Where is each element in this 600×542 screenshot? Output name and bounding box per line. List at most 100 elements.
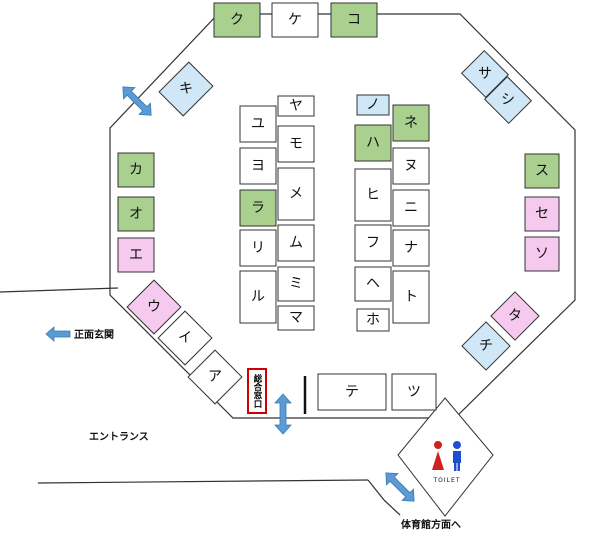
booth-ki[interactable]: キ — [158, 61, 214, 117]
booth-box — [391, 373, 437, 411]
booth-ri[interactable]: リ — [239, 229, 277, 267]
booth-box — [117, 237, 155, 273]
booth-label: ユ — [251, 116, 265, 132]
booth-label: サ — [478, 66, 492, 82]
booth-mi[interactable]: ミ — [277, 266, 315, 302]
booth-na[interactable]: ナ — [392, 229, 430, 267]
booth-ka[interactable]: カ — [117, 152, 155, 188]
to-gym-label: 体育館方面へ — [401, 518, 461, 531]
booth-label: ア — [208, 369, 222, 385]
booth-label: ク — [230, 12, 244, 28]
booth-box — [524, 153, 560, 189]
booth-label: ネ — [404, 115, 418, 131]
booth-box — [277, 95, 315, 117]
booth-label: タ — [508, 308, 522, 324]
booth-ta[interactable]: タ — [490, 291, 540, 341]
booth-sa[interactable]: サ — [460, 49, 510, 99]
booth-label: ト — [404, 289, 418, 305]
booth-box — [354, 124, 392, 162]
booth-box — [354, 168, 392, 222]
booth-mo[interactable]: モ — [277, 125, 315, 163]
booth-box — [483, 75, 533, 125]
booth-label: コ — [347, 12, 361, 28]
booth-label: セ — [535, 206, 549, 222]
toilet-male-icon — [453, 441, 461, 471]
toilet-area — [397, 397, 494, 517]
booth-label: フ — [366, 235, 380, 251]
booth-label: テ — [345, 384, 359, 400]
booth-e[interactable]: エ — [117, 237, 155, 273]
toilet-female-icon — [432, 441, 444, 470]
booth-chi[interactable]: チ — [461, 321, 511, 371]
booth-u[interactable]: ウ — [126, 279, 182, 335]
booth-no[interactable]: ノ — [356, 94, 390, 116]
left-arrow-icon-main-entrance — [45, 326, 71, 342]
booth-box — [524, 196, 560, 232]
booth-ma[interactable]: マ — [277, 305, 315, 331]
booth-ya[interactable]: ヤ — [277, 95, 315, 117]
booth-ke[interactable]: ケ — [271, 2, 319, 38]
booth-te[interactable]: テ — [317, 373, 387, 411]
booth-label: ケ — [288, 12, 302, 28]
booth-shi[interactable]: シ — [483, 75, 533, 125]
booth-label: ノ — [366, 97, 380, 113]
booth-ko[interactable]: コ — [330, 2, 378, 38]
booth-label: ウ — [147, 299, 161, 315]
booth-box — [354, 266, 392, 302]
booth-box — [392, 147, 430, 185]
entrance-label: エントランス — [89, 431, 149, 443]
booth-ra[interactable]: ラ — [239, 189, 277, 227]
booth-tsu[interactable]: ツ — [391, 373, 437, 411]
booth-ne[interactable]: ネ — [392, 104, 430, 142]
booth-me[interactable]: メ — [277, 167, 315, 221]
booth-so[interactable]: ソ — [524, 236, 560, 272]
booth-se[interactable]: セ — [524, 196, 560, 232]
booth-box — [392, 189, 430, 227]
booth-ho[interactable]: ホ — [356, 308, 390, 332]
booth-box — [461, 321, 511, 371]
booth-he[interactable]: ヘ — [354, 266, 392, 302]
booth-box — [317, 373, 387, 411]
booth-label: ラ — [251, 200, 265, 216]
booth-ha[interactable]: ハ — [354, 124, 392, 162]
booth-box — [157, 310, 213, 366]
booth-label: ヤ — [289, 98, 303, 114]
booth-label: モ — [289, 136, 303, 152]
booth-ni[interactable]: ニ — [392, 189, 430, 227]
booth-yu[interactable]: ユ — [239, 105, 277, 143]
booth-box — [117, 196, 155, 232]
booth-label: ヨ — [251, 158, 265, 174]
booth-box — [524, 236, 560, 272]
reception-label: 総合窓口 — [252, 373, 263, 409]
booth-box — [126, 279, 182, 335]
booth-box — [356, 94, 390, 116]
booth-i[interactable]: イ — [157, 310, 213, 366]
reception-desk[interactable]: 総合窓口 — [247, 368, 267, 414]
booth-mu[interactable]: ム — [277, 224, 315, 262]
booth-label: ホ — [366, 312, 380, 328]
booth-box — [239, 147, 277, 185]
booth-box — [277, 305, 315, 331]
booth-nu[interactable]: ヌ — [392, 147, 430, 185]
booth-label: ヌ — [404, 158, 418, 174]
booth-ru[interactable]: ル — [239, 270, 277, 324]
booth-to[interactable]: ト — [392, 270, 430, 324]
booth-yo[interactable]: ヨ — [239, 147, 277, 185]
booth-label: ナ — [404, 240, 418, 256]
booth-label: カ — [129, 162, 143, 178]
booth-su[interactable]: ス — [524, 153, 560, 189]
booth-fu[interactable]: フ — [354, 224, 392, 262]
booth-box — [460, 49, 510, 99]
booth-label: ハ — [366, 135, 380, 151]
booth-o[interactable]: オ — [117, 196, 155, 232]
booth-box — [490, 291, 540, 341]
booth-hi[interactable]: ヒ — [354, 168, 392, 222]
booth-a[interactable]: ア — [187, 349, 243, 405]
entrance-wall-upper — [0, 287, 119, 293]
booth-box — [117, 152, 155, 188]
booth-ku[interactable]: ク — [213, 2, 261, 38]
booth-label: エ — [129, 247, 143, 263]
booth-box — [354, 224, 392, 262]
booth-box — [277, 224, 315, 262]
booth-label: メ — [289, 186, 303, 202]
